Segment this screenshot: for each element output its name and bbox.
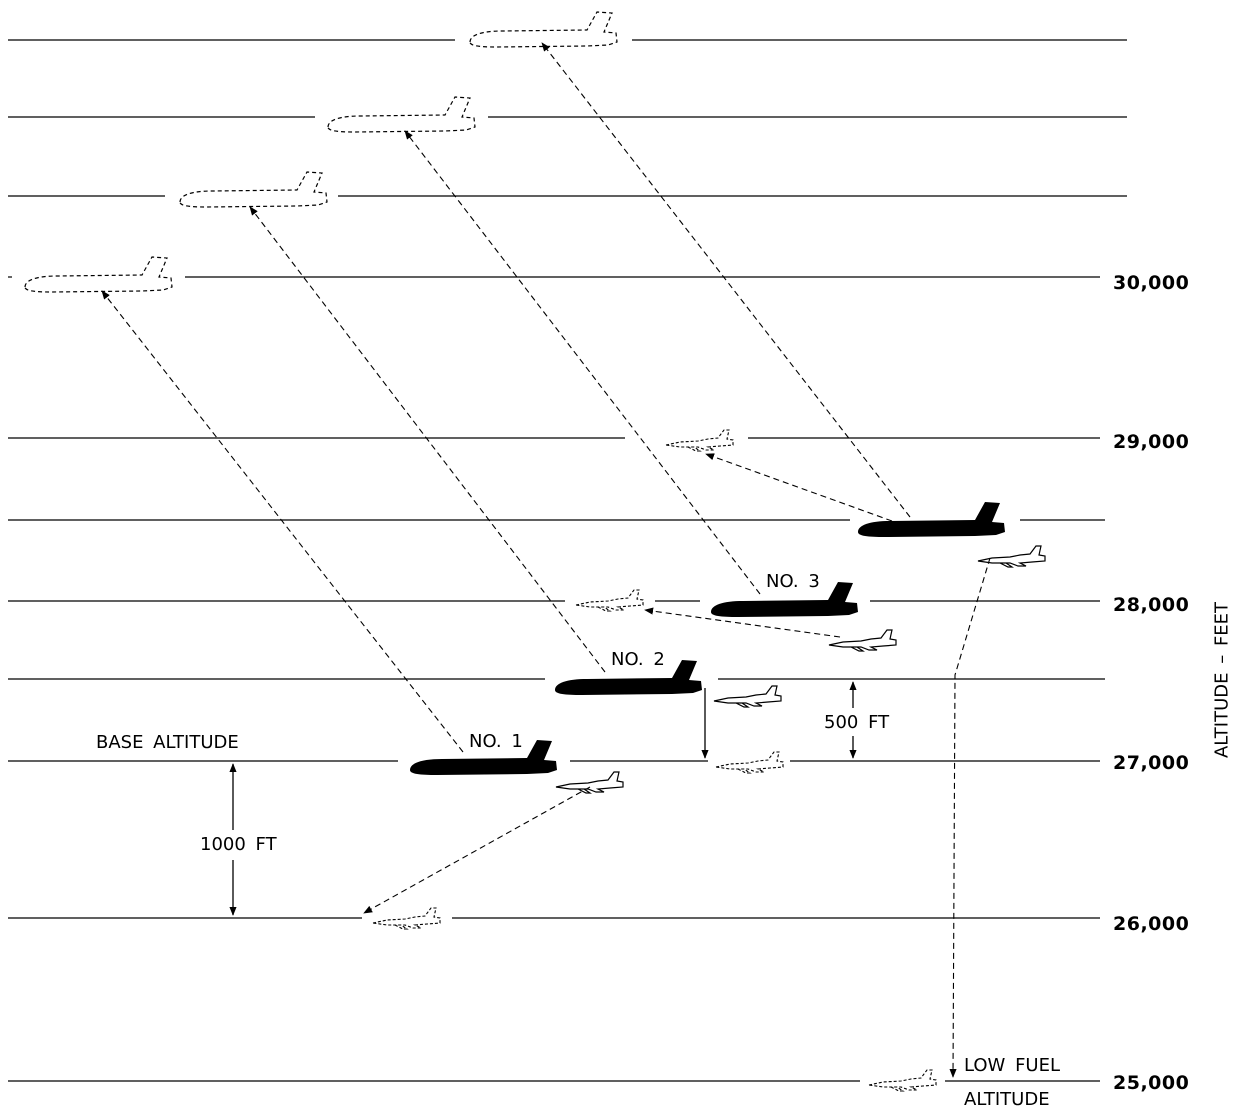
tanker-outline bbox=[469, 11, 618, 48]
tanker-lead bbox=[858, 502, 1005, 537]
altitude-label-26000: 26,000 bbox=[1113, 913, 1190, 935]
fighter-outline bbox=[665, 429, 734, 452]
fighter-outline bbox=[575, 589, 644, 612]
tanker-outline bbox=[327, 96, 476, 133]
fighter bbox=[828, 629, 897, 652]
tanker-outline bbox=[179, 171, 328, 208]
low-fuel-label-line1: LOW FUEL bbox=[964, 1055, 1061, 1076]
altitude-label-28000: 28,000 bbox=[1113, 594, 1190, 616]
arrow-fighter3-climb bbox=[644, 607, 841, 638]
five-hundred-ft-label: 500 FT bbox=[824, 712, 890, 733]
altitude-label-30000: 30,000 bbox=[1113, 272, 1190, 294]
altitude-grid bbox=[8, 39, 1127, 1082]
fighter bbox=[713, 685, 782, 708]
tanker-no2-label: NO. 2 bbox=[611, 649, 665, 670]
thousand-ft-label: 1000 FT bbox=[198, 834, 279, 855]
arrow-lead-fighter-climb bbox=[705, 453, 893, 522]
movement-arrows bbox=[101, 42, 991, 1078]
arrow-lead-climb bbox=[541, 42, 911, 518]
fighter bbox=[977, 545, 1046, 568]
arrow-tanker3-climb bbox=[404, 130, 761, 595]
low-fuel-label-line2: ALTITUDE bbox=[964, 1089, 1050, 1110]
fighter-outline bbox=[715, 751, 784, 774]
fighter bbox=[555, 771, 624, 794]
base-altitude-label: BASE ALTITUDE bbox=[96, 732, 239, 753]
tanker-outline bbox=[24, 256, 173, 293]
altitude-label-27000: 27,000 bbox=[1113, 752, 1190, 774]
altitude-label-29000: 29,000 bbox=[1113, 431, 1190, 453]
fighter-outline bbox=[372, 907, 441, 930]
separation-arrows bbox=[229, 681, 857, 916]
tanker-no1-label: NO. 1 bbox=[469, 731, 523, 752]
arrow-lowfuel-descent bbox=[949, 557, 991, 1078]
outline-tankers bbox=[24, 11, 618, 293]
arrow-tanker1-climb bbox=[101, 290, 464, 753]
axis-title: ALTITUDE – FEET bbox=[1211, 601, 1233, 759]
arrow-tanker2-climb bbox=[249, 206, 606, 673]
altitude-label-25000: 25,000 bbox=[1113, 1072, 1190, 1094]
tanker-no3-label: NO. 3 bbox=[766, 571, 820, 592]
fighter-outline bbox=[868, 1069, 937, 1092]
arrow-fighter-descent bbox=[363, 786, 591, 914]
